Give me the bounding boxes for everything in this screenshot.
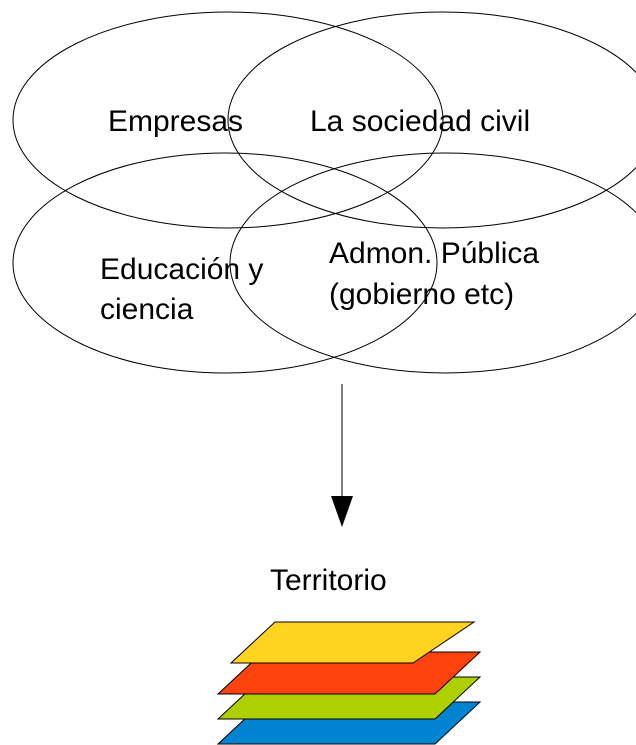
ellipse-educacion-ciencia xyxy=(12,152,438,374)
layers-stack-icon xyxy=(216,621,482,745)
label-educacion-line1: Educación y xyxy=(100,253,263,286)
ellipse-admon-publica xyxy=(229,152,636,374)
label-admon-line2: (gobierno etc) xyxy=(329,278,514,311)
layer-yellow xyxy=(229,621,476,664)
label-sociedad-civil: La sociedad civil xyxy=(310,105,530,138)
label-territorio: Territorio xyxy=(270,564,387,597)
label-admon-line1: Admon. Pública xyxy=(329,237,539,270)
ellipse-empresas xyxy=(12,11,444,229)
arrow-head-icon xyxy=(331,496,353,527)
label-educacion-line2: ciencia xyxy=(100,293,194,326)
label-empresas: Empresas xyxy=(108,105,243,138)
ellipse-sociedad-civil xyxy=(227,11,636,229)
